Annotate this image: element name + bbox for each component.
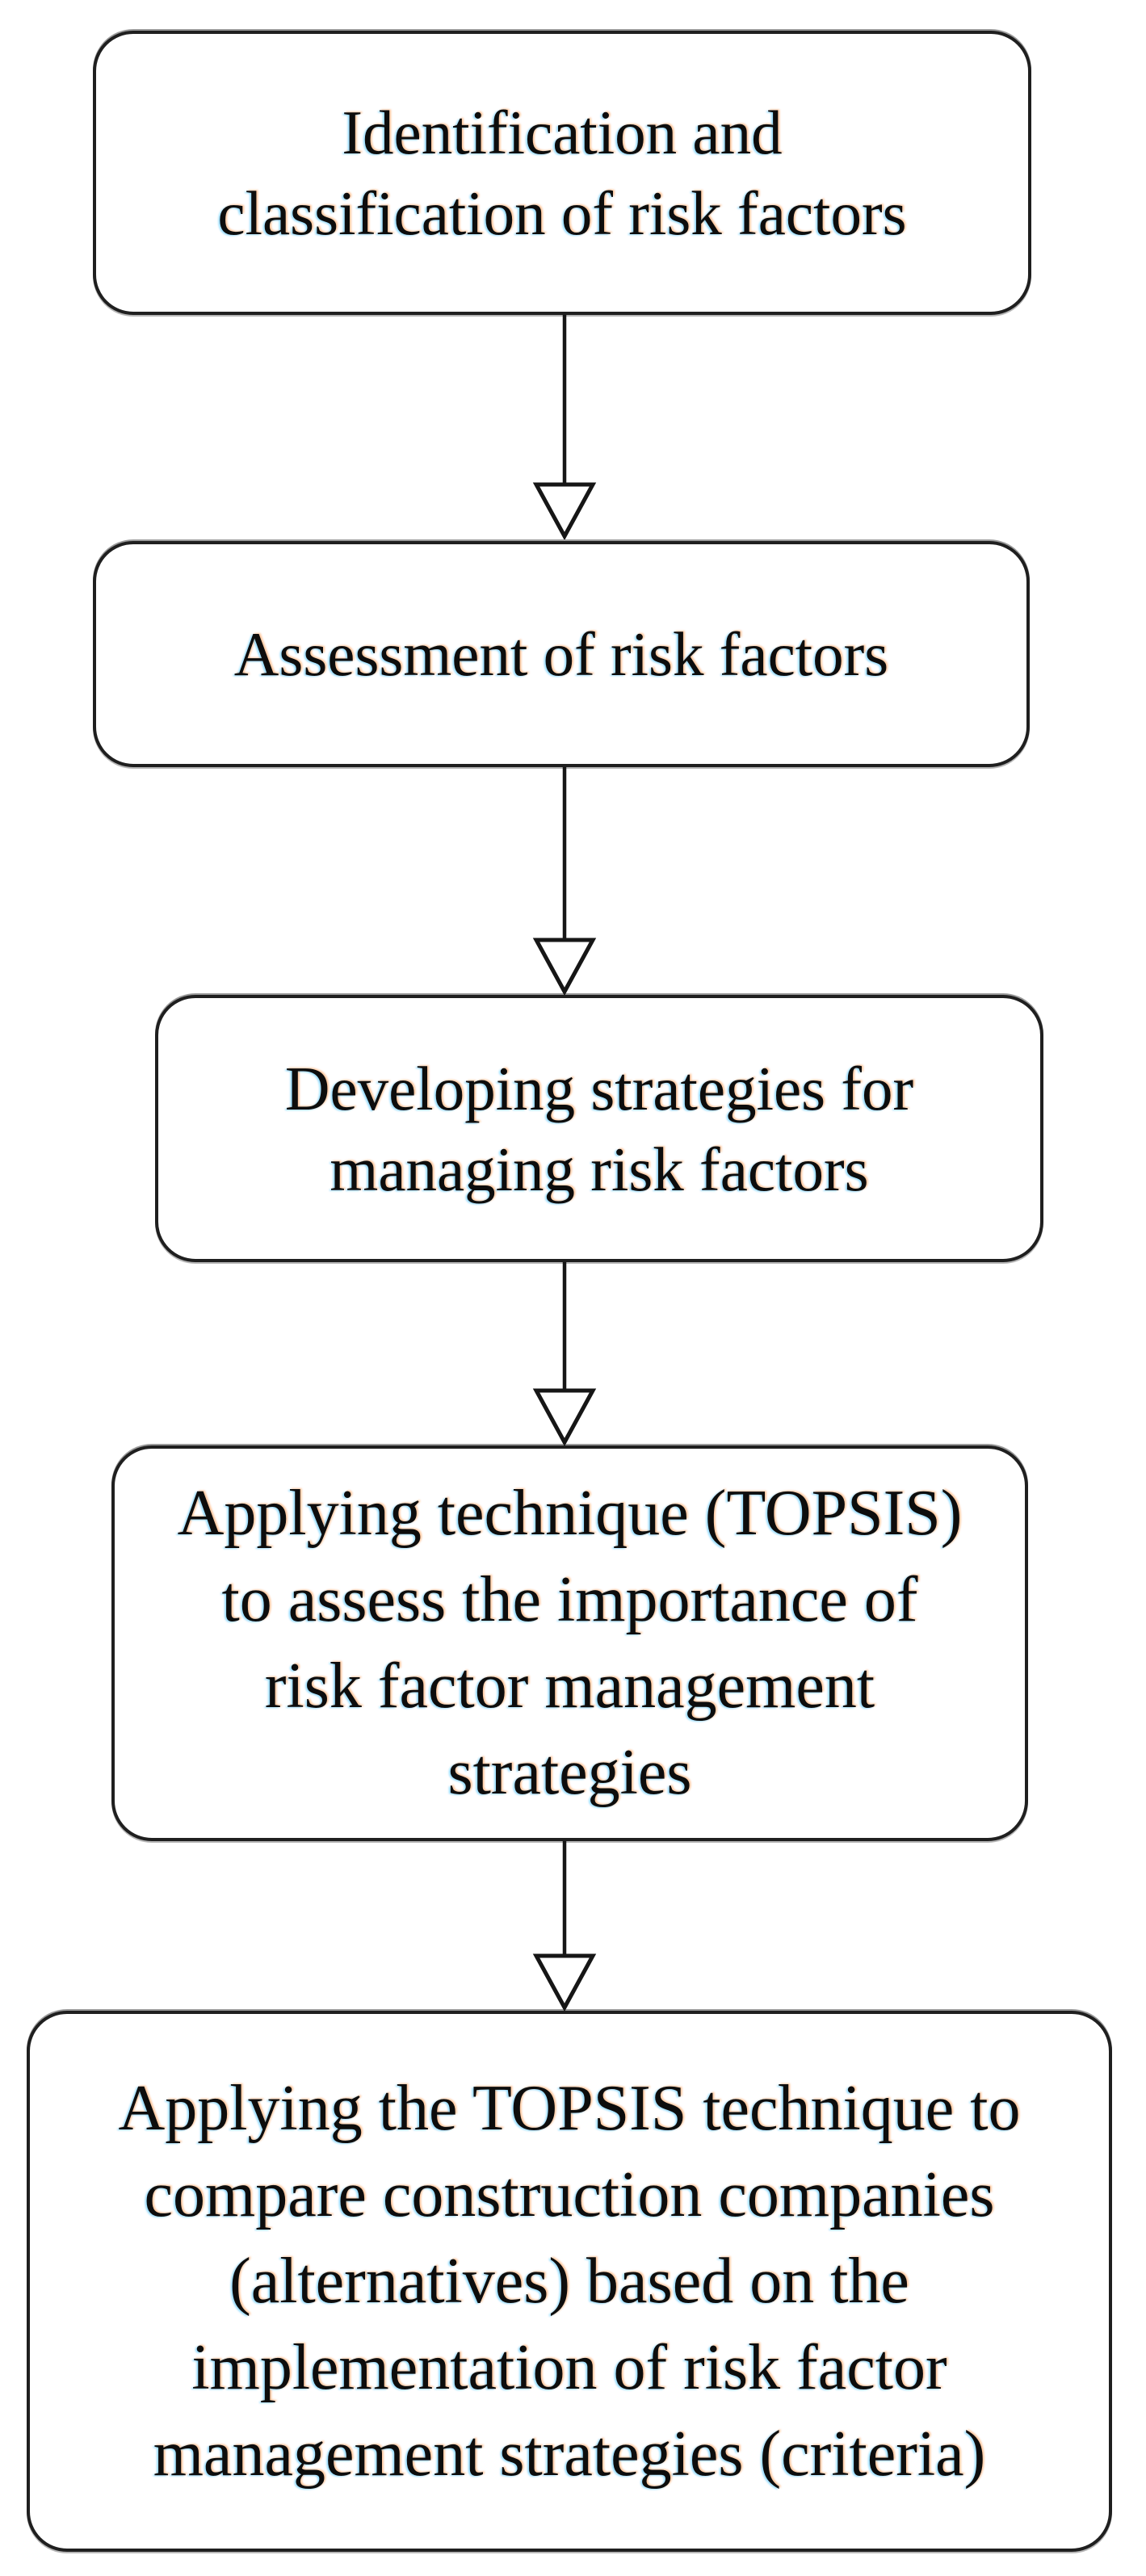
flow-step-1-label: Identification and classification of ris… <box>217 98 907 248</box>
flow-step-3-label: Developing strategies for managing risk … <box>284 1053 914 1204</box>
flow-step-3: Developing strategies for managing risk … <box>155 995 1043 1262</box>
flow-step-4: Applying technique (TOPSIS) to assess th… <box>111 1445 1028 1841</box>
flow-step-5: Applying the TOPSIS technique to compare… <box>27 2011 1112 2552</box>
arrow-down-icon <box>532 315 597 539</box>
arrow-down-icon <box>532 1262 597 1445</box>
arrow-down-icon <box>532 767 597 995</box>
arrow-down-icon <box>532 1841 597 2011</box>
flow-step-5-label: Applying the TOPSIS technique to compare… <box>118 2072 1021 2490</box>
flow-step-1: Identification and classification of ris… <box>93 31 1031 315</box>
flow-step-4-label: Applying technique (TOPSIS) to assess th… <box>177 1478 963 1808</box>
flow-step-2: Assessment of risk factors <box>93 541 1030 767</box>
flow-step-2-label: Assessment of risk factors <box>233 619 889 689</box>
